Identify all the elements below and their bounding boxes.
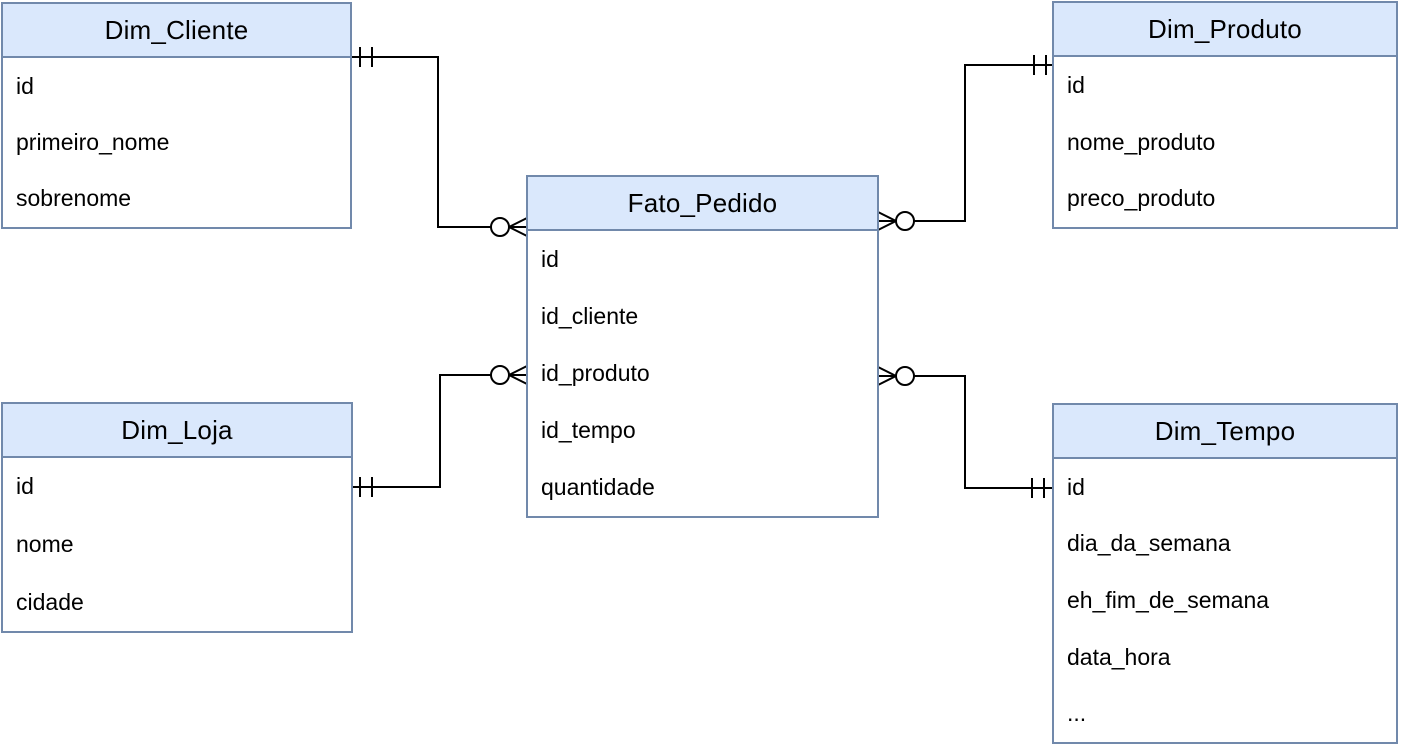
field-row[interactable]: primeiro_nome [16, 128, 170, 155]
field-row[interactable]: sobrenome [16, 185, 132, 212]
crow-foot-many [877, 366, 897, 386]
field-row[interactable]: ... [1067, 700, 1087, 727]
relationship-loja-fato[interactable] [353, 365, 528, 497]
cardinality-zero-circle [895, 211, 915, 231]
table-fato-pedido[interactable]: Fato_Pedido id id_cliente id_produto id_… [526, 175, 879, 518]
cardinality-zero-circle [895, 366, 915, 386]
field-row[interactable]: data_hora [1067, 643, 1171, 670]
table-fields: id dia_da_semana eh_fim_de_semana data_h… [1054, 459, 1396, 742]
table-dim-loja[interactable]: Dim_Loja id nome cidade [1, 402, 353, 633]
cardinality-one-ticks [359, 477, 373, 497]
table-fields: id nome cidade [3, 458, 351, 631]
field-row[interactable]: nome_produto [1067, 128, 1216, 155]
relationship-fato-produto[interactable] [877, 55, 1052, 231]
field-row[interactable]: dia_da_semana [1067, 530, 1231, 557]
field-row[interactable]: id [1067, 71, 1085, 98]
crow-foot-many [877, 211, 897, 231]
table-dim-tempo[interactable]: Dim_Tempo id dia_da_semana eh_fim_de_sem… [1052, 403, 1398, 744]
cardinality-one-ticks [1033, 55, 1047, 75]
table-title[interactable]: Dim_Produto [1054, 3, 1396, 57]
field-row[interactable]: id_cliente [541, 303, 639, 329]
field-row[interactable]: eh_fim_de_semana [1067, 586, 1270, 613]
table-title[interactable]: Dim_Loja [3, 404, 351, 458]
cardinality-zero-circle [490, 217, 510, 237]
field-row[interactable]: id [541, 246, 559, 272]
field-row[interactable]: quantidade [541, 474, 655, 500]
field-row[interactable]: id [16, 473, 34, 500]
table-dim-cliente[interactable]: Dim_Cliente id primeiro_nome sobrenome [1, 2, 352, 229]
crow-foot-many [508, 365, 528, 385]
table-dim-produto[interactable]: Dim_Produto id nome_produto preco_produt… [1052, 1, 1398, 229]
field-row[interactable]: nome [16, 531, 74, 557]
field-row[interactable]: id_produto [541, 360, 650, 386]
relationship-fato-tempo[interactable] [877, 366, 1052, 498]
field-row[interactable]: id_tempo [541, 417, 636, 443]
table-fields: id id_cliente id_produto id_tempo quanti… [528, 231, 877, 516]
crow-foot-many [508, 217, 528, 237]
table-title[interactable]: Dim_Cliente [3, 4, 350, 58]
table-title[interactable]: Dim_Tempo [1054, 405, 1396, 459]
table-fields: id primeiro_nome sobrenome [3, 58, 350, 227]
table-fields: id nome_produto preco_produto [1054, 57, 1396, 227]
relationship-cliente-fato[interactable] [352, 47, 528, 237]
field-row[interactable]: preco_produto [1067, 185, 1216, 212]
cardinality-one-ticks [1031, 478, 1045, 498]
field-row[interactable]: id [1067, 473, 1085, 500]
cardinality-zero-circle [490, 365, 510, 385]
field-row[interactable]: cidade [16, 588, 84, 615]
cardinality-one-ticks [359, 47, 373, 67]
field-row[interactable]: id [16, 72, 34, 99]
table-title[interactable]: Fato_Pedido [528, 177, 877, 231]
